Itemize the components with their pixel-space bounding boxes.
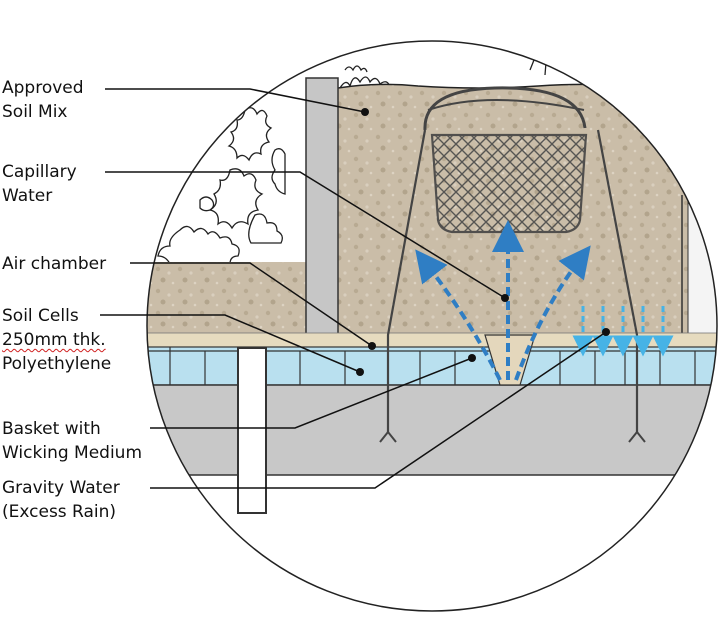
left-soil (147, 262, 310, 334)
label-line: Soil Mix (2, 102, 68, 122)
label-line: Approved (2, 78, 84, 98)
label-line: Soil Cells (2, 306, 79, 326)
label-approved-soil-mix: Approved Soil Mix (2, 76, 84, 124)
label-line-spellcheck: 250mm thk. (2, 330, 106, 350)
label-line: Gravity Water (2, 478, 120, 498)
label-line: 250mm thk. (2, 328, 111, 352)
leader-lines (100, 88, 607, 489)
basket (379, 86, 646, 443)
label-basket: Basket with Wicking Medium (2, 417, 142, 465)
label-gravity-water: Gravity Water (Excess Rain) (2, 476, 120, 524)
label-soil-cells: Soil Cells 250mm thk. Polyethylene (2, 304, 111, 376)
label-capillary-water: Capillary Water (2, 160, 77, 208)
gravity-water-arrows (572, 306, 674, 357)
capillary-water-arrows (415, 220, 591, 381)
leader-dots (356, 108, 610, 376)
label-air-chamber: Air chamber (2, 252, 106, 276)
label-line: Polyethylene (2, 354, 112, 374)
kerb-wall (305, 77, 339, 341)
detail-circle (146, 40, 718, 612)
label-line: Basket with (2, 419, 101, 439)
label-line: Air chamber (2, 254, 107, 274)
pipe-post (237, 347, 267, 514)
shrub-foliage (157, 107, 286, 265)
section-contents (147, 41, 717, 611)
label-line: Wicking Medium (2, 443, 143, 463)
label-line: (Excess Rain) (2, 502, 117, 522)
label-line: Water (2, 186, 53, 206)
label-line: Capillary (2, 162, 77, 182)
